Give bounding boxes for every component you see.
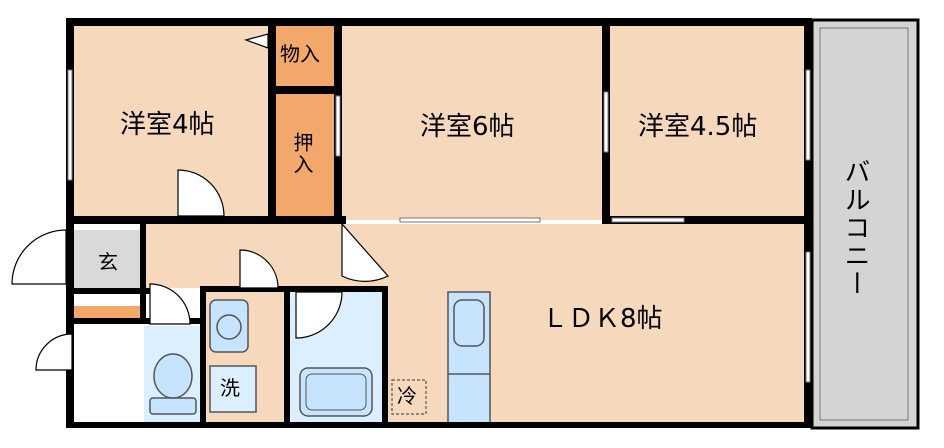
bathtub-inner <box>305 373 367 411</box>
wash-basin-bowl <box>216 314 242 340</box>
label-balcony: バルコニー <box>840 158 870 298</box>
wash-basin <box>209 299 249 353</box>
room-western-6-floor <box>338 22 606 220</box>
toilet-bowl <box>153 353 193 399</box>
closet-floor <box>276 94 334 220</box>
label-entrance: 玄 <box>98 250 118 274</box>
label-western-room-4-5: 洋室4.5帖 <box>638 112 758 142</box>
label-western-room-4: 洋室4帖 <box>120 110 215 140</box>
entrance-step <box>72 306 144 318</box>
walls <box>66 18 812 428</box>
storage-floor <box>276 26 334 86</box>
refrigerator-space <box>391 379 427 415</box>
label-western-room-6: 洋室6帖 <box>420 112 515 142</box>
label-storage: 物入 <box>280 42 320 66</box>
kitchen-sink <box>453 299 485 347</box>
room-western-4-floor <box>70 22 270 220</box>
doors <box>11 33 389 371</box>
toilet-tank <box>149 397 197 415</box>
washing-machine-pan <box>209 365 257 413</box>
label-closet: 押入 <box>290 132 314 176</box>
sliding-partitions <box>67 69 811 383</box>
label-refrigerator: 冷 <box>397 384 417 408</box>
room-western-4-5-floor <box>610 22 808 220</box>
entrance-floor <box>72 230 146 292</box>
bathtub <box>299 367 373 417</box>
balcony-area <box>810 18 920 430</box>
label-ldk: ＬＤＫ8帖 <box>542 304 663 334</box>
ldk-floor <box>338 224 808 424</box>
label-washroom: 洗 <box>220 376 240 400</box>
balcony-inner <box>819 27 909 421</box>
